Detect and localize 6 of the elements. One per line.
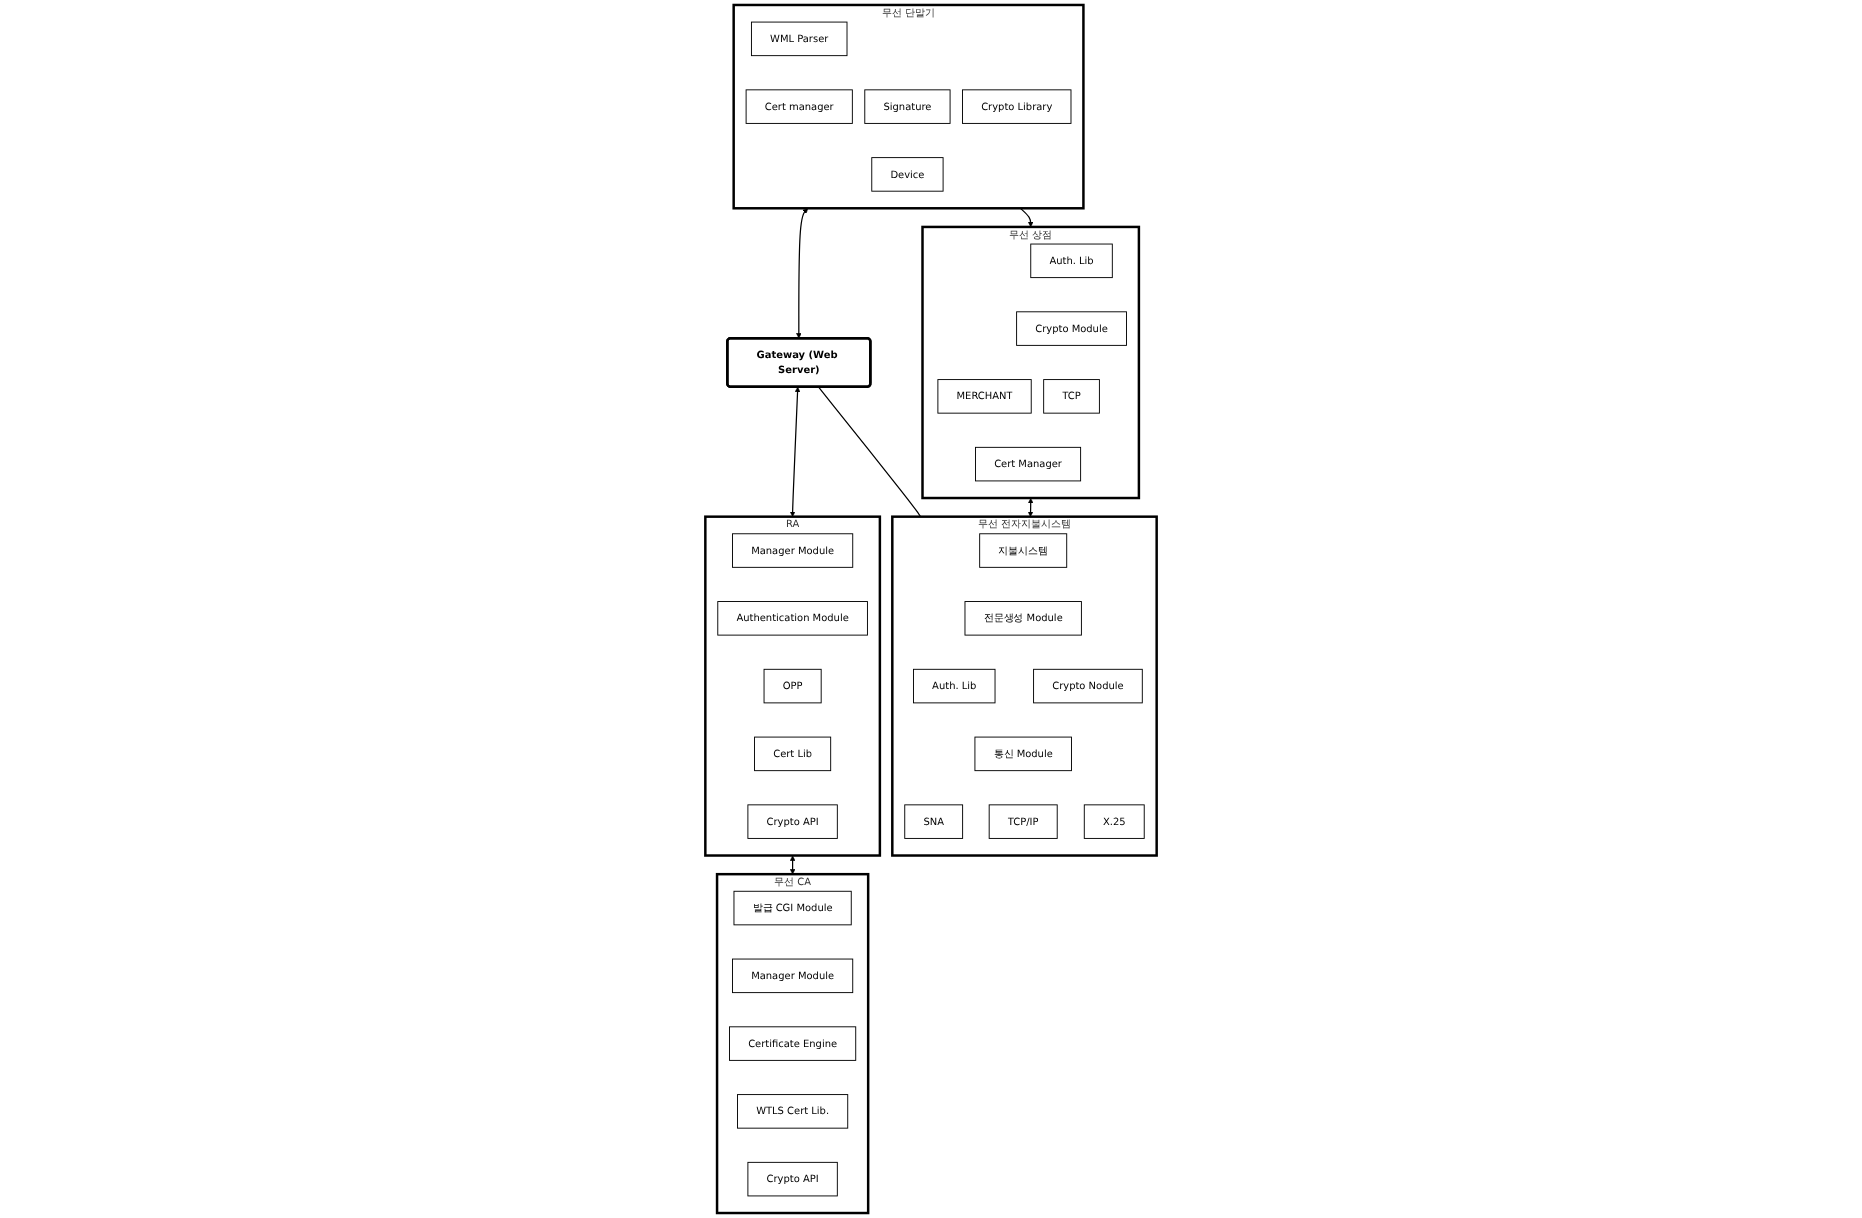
arrow: [796, 208, 809, 339]
arrow: [1027, 498, 1034, 517]
arrow: [1019, 207, 1034, 228]
arrow: [789, 855, 796, 875]
connector: [817, 386, 922, 518]
arrow: [789, 386, 801, 517]
